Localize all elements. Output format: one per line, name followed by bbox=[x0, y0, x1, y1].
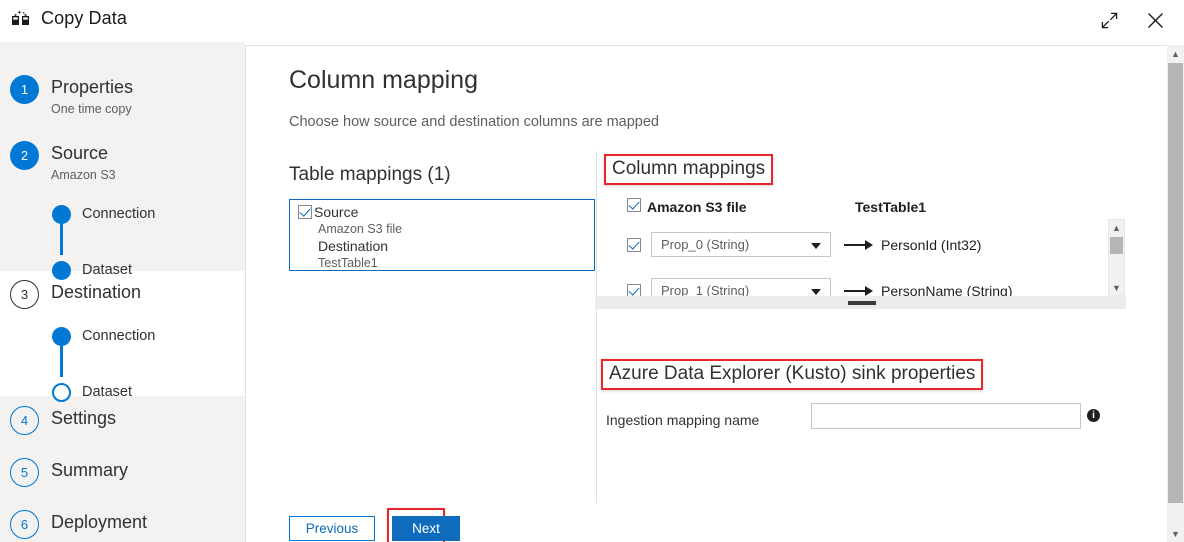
step-title-destination: Destination bbox=[51, 282, 142, 302]
copy-data-icon bbox=[10, 9, 32, 29]
table-mapping-checkbox[interactable] bbox=[298, 205, 312, 219]
mapping-arrow-icon bbox=[844, 239, 873, 250]
expand-diagonal-icon[interactable] bbox=[1094, 5, 1124, 35]
step-number-5: 5 bbox=[10, 458, 39, 487]
chevron-up-icon[interactable]: ▲ bbox=[1171, 48, 1180, 59]
substep-label: Dataset bbox=[82, 262, 132, 278]
column-mapping-row-checkbox[interactable] bbox=[627, 237, 641, 252]
column-divider bbox=[596, 151, 597, 503]
step-title-settings: Settings bbox=[51, 408, 117, 428]
annotation-box-column-mappings: Column mappings bbox=[604, 154, 774, 185]
annotation-box-sink-properties: Azure Data Explorer (Kusto) sink propert… bbox=[601, 359, 984, 390]
source-column-dropdown[interactable]: Prop_0 (String) bbox=[651, 232, 831, 257]
previous-button[interactable]: Previous bbox=[289, 516, 375, 541]
scrollbar-thumb[interactable] bbox=[1110, 237, 1123, 254]
substep-label: Connection bbox=[82, 328, 156, 344]
substep-connector bbox=[60, 343, 63, 377]
step-number-6: 6 bbox=[10, 510, 39, 539]
chevron-down-icon bbox=[811, 243, 821, 249]
column-mappings-heading-annotation: Column mappings bbox=[604, 154, 774, 185]
step-title-deployment: Deployment bbox=[51, 512, 148, 532]
step-number-3: 3 bbox=[10, 280, 39, 309]
column-mappings-source-header: Amazon S3 file bbox=[647, 199, 747, 215]
sidebar-substep-destination-connection[interactable]: Connection bbox=[52, 321, 155, 351]
sidebar-band-top bbox=[0, 42, 245, 271]
step-subtitle-source: Amazon S3 bbox=[51, 168, 116, 182]
column-mappings-select-all-checkbox[interactable] bbox=[627, 198, 641, 212]
chevron-up-icon[interactable]: ▲ bbox=[1112, 222, 1121, 233]
source-column-value: Prop_1 (String) bbox=[661, 283, 750, 298]
column-mappings-list: Prop_0 (String) PersonId (Int32) Prop_1 … bbox=[604, 224, 1136, 300]
mapping-arrow-icon bbox=[844, 285, 873, 296]
chevron-down-icon bbox=[811, 289, 821, 295]
table-mapping-source-label: Source bbox=[314, 204, 359, 220]
sidebar-step-summary[interactable]: 5 Summary bbox=[10, 458, 128, 487]
scrollbar-thumb[interactable] bbox=[1168, 63, 1183, 503]
next-button[interactable]: Next bbox=[392, 516, 460, 541]
substep-label: Connection bbox=[82, 206, 156, 222]
table-mapping-destination-value: TestTable1 bbox=[318, 256, 378, 270]
substep-dot-filled bbox=[52, 260, 71, 280]
destination-column-value: PersonName (String) bbox=[881, 282, 1013, 299]
source-substeps: Connection Dataset bbox=[52, 199, 155, 285]
substep-dot-hollow bbox=[52, 382, 71, 402]
window-title: Copy Data bbox=[41, 8, 127, 28]
chevron-down-icon[interactable]: ▼ bbox=[1112, 282, 1121, 293]
content-panel: Column mapping Choose how source and des… bbox=[245, 45, 1169, 542]
step-number-4: 4 bbox=[10, 406, 39, 435]
table-mappings-heading: Table mappings (1) bbox=[289, 164, 451, 185]
step-number-1: 1 bbox=[10, 75, 39, 104]
substep-connector bbox=[60, 221, 63, 255]
step-number-2: 2 bbox=[10, 141, 39, 170]
ingestion-mapping-name-input[interactable] bbox=[811, 403, 1081, 429]
step-title-summary: Summary bbox=[51, 460, 129, 480]
sidebar-step-properties[interactable]: 1 Properties One time copy bbox=[10, 75, 133, 116]
column-mapping-row: Prop_0 (String) PersonId (Int32) bbox=[627, 232, 981, 257]
sidebar-band-bottom bbox=[0, 396, 245, 542]
title-bar: Copy Data bbox=[0, 0, 1184, 42]
step-title-source: Source bbox=[51, 143, 109, 163]
sidebar-substep-source-connection[interactable]: Connection bbox=[52, 199, 155, 229]
window-controls bbox=[1094, 5, 1170, 35]
page-subtitle: Choose how source and destination column… bbox=[289, 114, 659, 130]
page-title: Column mapping bbox=[289, 66, 478, 94]
info-icon[interactable]: i bbox=[1087, 409, 1100, 422]
source-column-dropdown[interactable]: Prop_1 (String) bbox=[651, 278, 831, 300]
substep-label: Dataset bbox=[82, 384, 132, 400]
title-bar-left: Copy Data bbox=[10, 8, 127, 29]
substep-dot-filled bbox=[52, 204, 71, 224]
sidebar-step-settings[interactable]: 4 Settings bbox=[10, 406, 116, 435]
destination-substeps: Connection Dataset bbox=[52, 321, 155, 407]
table-mapping-source-value: Amazon S3 file bbox=[318, 222, 403, 236]
column-mappings-vertical-scrollbar[interactable]: ▲ ▼ bbox=[1108, 219, 1125, 296]
column-mappings-destination-header: TestTable1 bbox=[855, 199, 927, 215]
sidebar-step-deployment[interactable]: 6 Deployment bbox=[10, 510, 147, 539]
wizard-sidebar: 1 Properties One time copy 2 Source Amaz… bbox=[0, 42, 245, 542]
chevron-down-icon[interactable]: ▼ bbox=[1171, 528, 1180, 539]
table-mapping-card[interactable]: Source Amazon S3 file Destination TestTa… bbox=[289, 199, 595, 271]
sink-properties-heading-annotation: Azure Data Explorer (Kusto) sink propert… bbox=[601, 359, 984, 390]
close-icon[interactable] bbox=[1140, 5, 1170, 35]
column-mappings-horizontal-scrollbar[interactable] bbox=[595, 296, 1126, 309]
table-mapping-destination-label: Destination bbox=[318, 238, 389, 254]
source-column-value: Prop_0 (String) bbox=[661, 237, 750, 252]
sidebar-substep-source-dataset[interactable]: Dataset bbox=[52, 255, 155, 285]
step-subtitle-properties: One time copy bbox=[51, 102, 132, 116]
sidebar-step-destination[interactable]: 3 Destination bbox=[10, 280, 141, 309]
sink-properties-heading: Azure Data Explorer (Kusto) sink propert… bbox=[609, 363, 976, 384]
scrollbar-thumb[interactable] bbox=[848, 301, 876, 305]
destination-column-value: PersonId (Int32) bbox=[881, 236, 982, 253]
step-title-properties: Properties bbox=[51, 77, 134, 97]
page-vertical-scrollbar[interactable]: ▲ ▼ bbox=[1167, 45, 1184, 542]
column-mappings-heading: Column mappings bbox=[612, 158, 766, 179]
sidebar-step-source[interactable]: 2 Source Amazon S3 bbox=[10, 141, 116, 182]
table-mapping-source-row: Source bbox=[298, 205, 358, 219]
substep-dot-filled bbox=[52, 326, 71, 346]
sidebar-substep-destination-dataset[interactable]: Dataset bbox=[52, 377, 155, 407]
ingestion-mapping-name-label: Ingestion mapping name bbox=[606, 412, 760, 428]
